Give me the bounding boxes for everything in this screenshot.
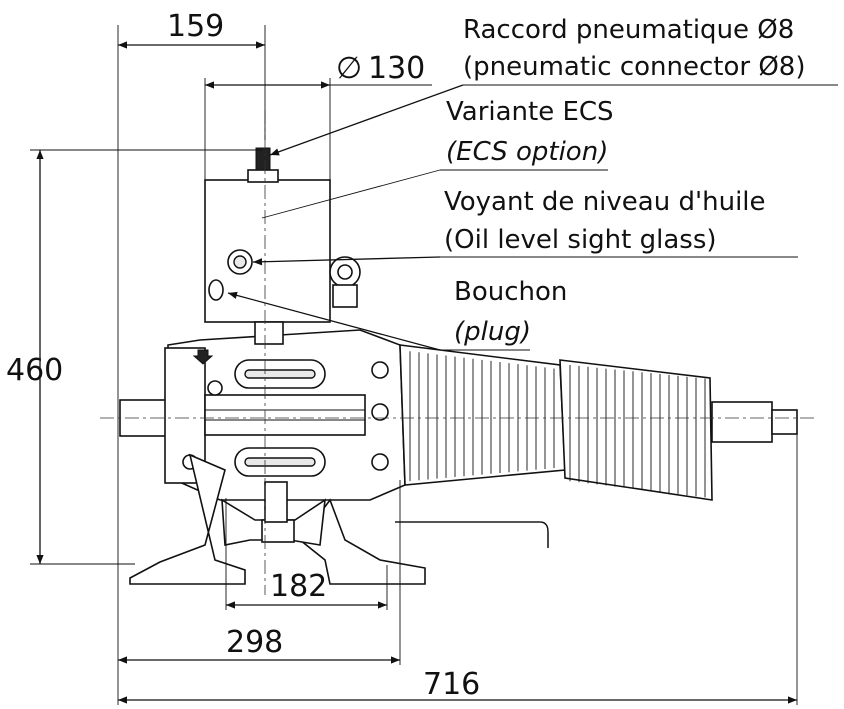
leader-lines bbox=[227, 84, 838, 351]
dia-symbol: ∅ bbox=[336, 51, 362, 86]
dim-460: 460 bbox=[6, 353, 63, 388]
pump-assembly bbox=[100, 110, 815, 595]
dimension-lines bbox=[30, 25, 798, 705]
label-plug-fr: Bouchon bbox=[454, 277, 567, 307]
dim-182: 182 bbox=[270, 569, 327, 604]
label-oil-en: (Oil level sight glass) bbox=[444, 225, 717, 255]
label-ecs-fr: Variante ECS bbox=[446, 97, 614, 127]
dim-130: 130 bbox=[368, 51, 425, 86]
dim-716: 716 bbox=[423, 667, 480, 702]
label-pneumatic-fr: Raccord pneumatique Ø8 bbox=[463, 15, 794, 45]
dim-298: 298 bbox=[226, 625, 283, 660]
label-pneumatic-en: (pneumatic connector Ø8) bbox=[463, 52, 806, 82]
label-ecs-en: (ECS option) bbox=[446, 137, 608, 167]
label-oil-fr: Voyant de niveau d'huile bbox=[444, 187, 766, 217]
dim-159: 159 bbox=[167, 9, 224, 44]
bellows bbox=[399, 344, 713, 501]
label-plug-en: (plug) bbox=[454, 317, 531, 347]
